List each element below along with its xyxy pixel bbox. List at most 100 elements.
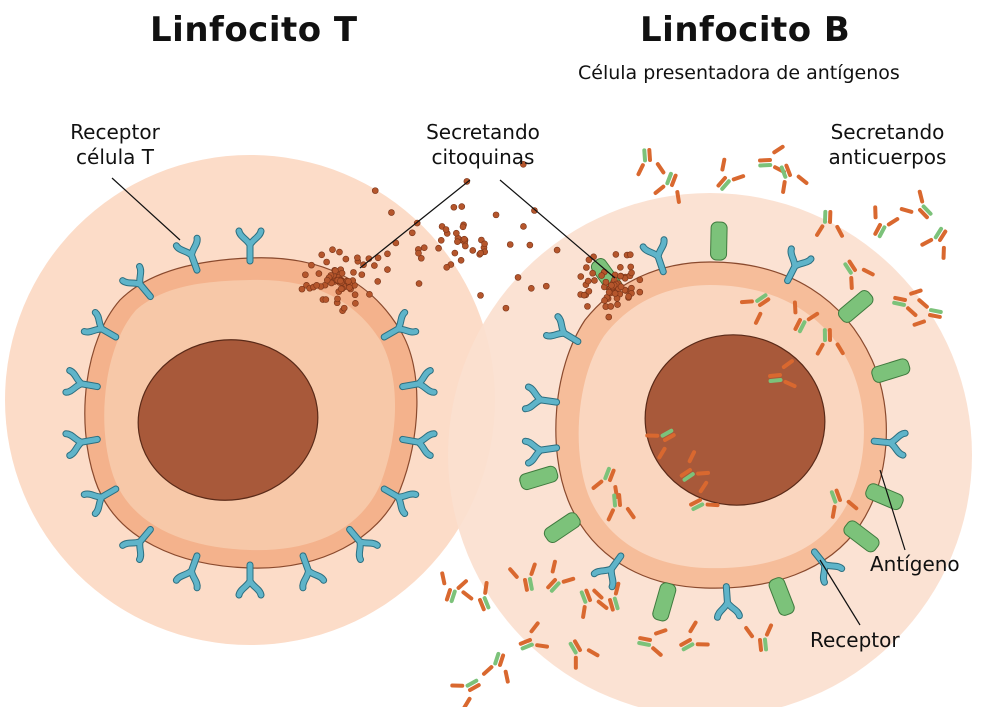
cytokine-dot (316, 271, 322, 277)
cytokine-dot (336, 249, 342, 255)
cytokines-label-line1: Secretando (398, 120, 568, 145)
cytokine-dot (637, 277, 643, 283)
cytokine-dot (527, 242, 533, 248)
cytokine-dot (459, 204, 465, 210)
antibody-icon (481, 649, 519, 685)
cytokine-dot (324, 259, 330, 265)
antibody-icon (861, 204, 901, 243)
cytokine-dot (444, 264, 450, 270)
cytokine-dot (334, 296, 340, 302)
cytokine-dot (493, 212, 499, 218)
cytokine-dot (299, 286, 305, 292)
cytokine-dot (617, 264, 623, 270)
antibody-icon (634, 147, 666, 177)
cytokine-dot (324, 277, 330, 283)
antibodies-label-line1: Secretando (800, 120, 975, 145)
cytokine-dot (618, 284, 624, 290)
b-cell-subtitle: Célula presentadora de antígenos (578, 62, 900, 84)
cytokine-dot (415, 250, 421, 256)
cytokine-dot (354, 255, 360, 261)
cytokine-dot (337, 278, 343, 284)
t-receptor-label-line2: célula T (40, 145, 190, 170)
cytokine-dot (308, 262, 314, 268)
antibody-icon (898, 188, 939, 229)
cytokine-dot (384, 267, 390, 273)
cytokine-dot (319, 252, 325, 258)
cytokine-dot (581, 292, 587, 298)
cytokine-dot (452, 250, 458, 256)
cytokine-dot (339, 270, 345, 276)
cytokine-dot (329, 247, 335, 253)
cytokine-dot (628, 264, 634, 270)
cytokine-dot (554, 247, 560, 253)
antibody-icon (919, 222, 960, 262)
cytokine-dot (515, 274, 521, 280)
cytokine-dot (359, 272, 365, 278)
receptor-label: Receptor (810, 628, 900, 653)
cytokine-dot (384, 251, 390, 257)
cytokine-dot (478, 250, 484, 256)
t-cell-title: Linfocito T (150, 10, 358, 50)
cytokine-dot (338, 286, 344, 292)
cytokine-dot (350, 269, 356, 275)
cytokine-dot (608, 282, 614, 288)
cytokine-dot (520, 223, 526, 229)
cytokine-dot (583, 265, 589, 271)
cytokine-dot (460, 224, 466, 230)
b-cell-title: Linfocito B (640, 10, 850, 50)
cytokine-dot (603, 279, 609, 285)
cytokine-dot (612, 291, 618, 297)
cytokine-dot (341, 305, 347, 311)
cytokines-label: Secretando citoquinas (398, 120, 568, 170)
cytokine-dot (617, 273, 623, 279)
cytokine-dot (332, 268, 338, 274)
cytokine-dot (438, 237, 444, 243)
cytokine-dot (626, 293, 632, 299)
cytokine-dot (372, 188, 378, 194)
cytokine-dot (614, 302, 620, 308)
cytokine-dot (584, 303, 590, 309)
cytokine-dot (421, 245, 427, 251)
cytokine-dot (366, 291, 372, 297)
cytokine-dot (478, 292, 484, 298)
cytokine-dot (454, 239, 460, 245)
cytokine-dot (345, 278, 351, 284)
cytokine-dot (606, 314, 612, 320)
cytokine-dot (346, 285, 352, 291)
cytokine-dot (528, 285, 534, 291)
cytokine-dot (585, 278, 591, 284)
cytokine-dot (599, 273, 605, 279)
cytokine-dot (543, 283, 549, 289)
cytokine-dot (627, 252, 633, 258)
cytokine-dot (451, 204, 457, 210)
cytokine-dot (352, 300, 358, 306)
cytokine-dot (409, 230, 415, 236)
antibodies-label-line2: anticuerpos (800, 145, 975, 170)
cytokine-dot (343, 256, 349, 262)
antigen-label: Antígeno (870, 552, 960, 577)
cytokine-dot (443, 226, 449, 232)
antigen-icon (710, 222, 727, 260)
cytokine-dot (436, 245, 442, 251)
cytokine-dot (606, 289, 612, 295)
cytokine-dot (375, 278, 381, 284)
cytokine-dot (314, 282, 320, 288)
cytokine-dot (388, 210, 394, 216)
cytokine-dot (462, 243, 468, 249)
cytokine-dot (578, 274, 584, 280)
antibody-icon (432, 570, 470, 606)
cytokine-dot (503, 305, 509, 311)
cytokine-dot (470, 247, 476, 253)
cytokine-dot (590, 270, 596, 276)
cytokine-dot (302, 272, 308, 278)
cytokine-dot (458, 257, 464, 263)
cytokine-dot (352, 292, 358, 298)
antibodies-label: Secretando anticuerpos (800, 120, 975, 170)
cytokine-dot (613, 251, 619, 257)
cytokine-dot (461, 236, 467, 242)
cytokines-label-line2: citoquinas (398, 145, 568, 170)
cytokine-dot (591, 277, 597, 283)
cytokine-dot (608, 303, 614, 309)
